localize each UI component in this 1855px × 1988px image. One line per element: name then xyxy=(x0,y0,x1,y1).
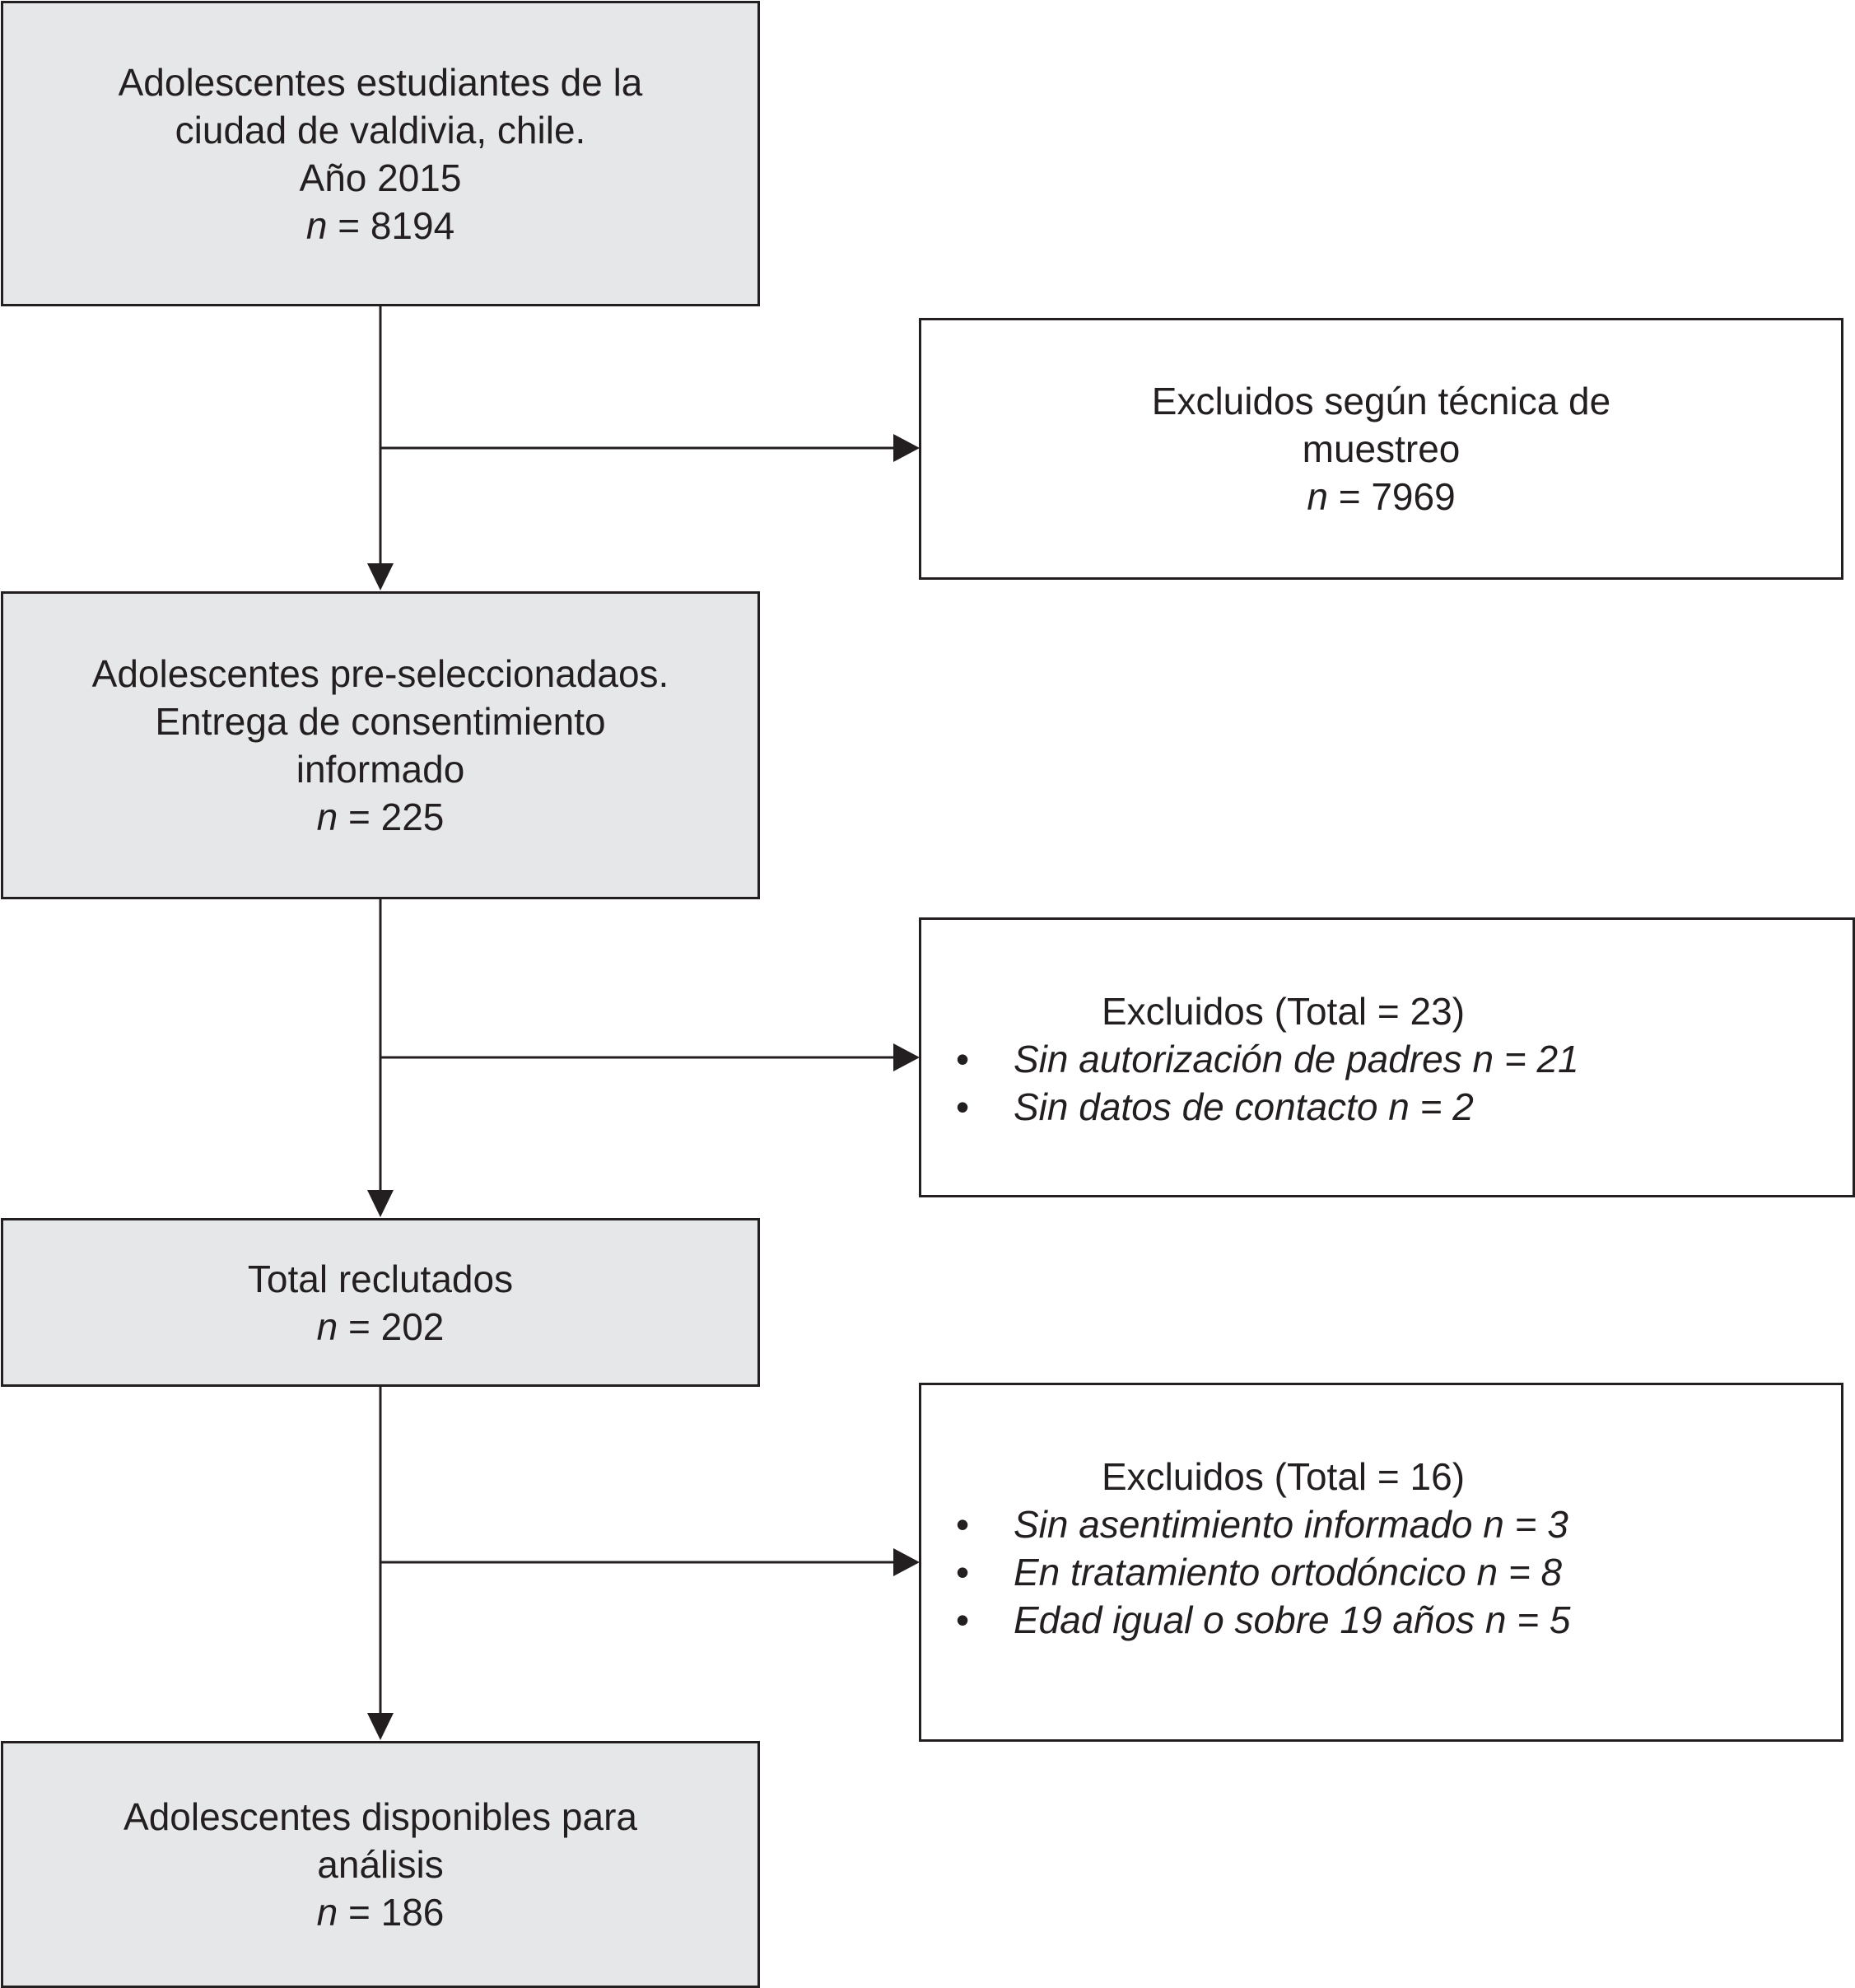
sample-size: n = 8194 xyxy=(306,202,454,250)
box-text-line: ciudad de valdivia, chile. xyxy=(175,108,586,152)
box-study-population: Adolescentes estudiantes de la ciudad de… xyxy=(1,1,760,306)
box-text-line: informado xyxy=(296,748,465,791)
n-value: = 225 xyxy=(347,796,445,838)
box-text-line: Entrega de consentimiento xyxy=(155,700,606,743)
box-excluded-consent: Excluidos (Total = 23) Sin autorización … xyxy=(919,917,1855,1197)
n-label: n xyxy=(316,1891,338,1934)
exclusion-list: Sin autorización de padres n = 21 Sin da… xyxy=(921,1035,1853,1131)
n-value: = 8194 xyxy=(338,203,455,247)
box-excluded-sampling: Excluidos según técnica de muestreo n = … xyxy=(919,318,1843,580)
arrowhead-down-1 xyxy=(367,563,394,590)
exclusion-item: Sin autorización de padres n = 21 xyxy=(921,1035,1853,1083)
arrowhead-right-1 xyxy=(893,434,920,462)
box-available-for-analysis: Adolescentes disponibles para análisis n… xyxy=(1,1741,760,1988)
sample-size: n = 7969 xyxy=(1307,473,1455,520)
exclusion-item: Sin asentimiento informado n = 3 xyxy=(921,1500,1841,1548)
sample-size: n = 186 xyxy=(317,1888,445,1936)
arrowhead-down-3 xyxy=(367,1713,394,1740)
n-value: = 186 xyxy=(347,1891,445,1934)
exclusion-title: Excluidos (Total = 23) xyxy=(1102,990,1466,1033)
n-value: = 7969 xyxy=(1338,475,1456,518)
box-text-line: Año 2015 xyxy=(299,156,462,199)
n-label: n xyxy=(316,796,338,838)
sample-size: n = 202 xyxy=(317,1303,445,1351)
n-label: n xyxy=(305,203,328,247)
exclusion-item: En tratamiento ortodóncico n = 8 xyxy=(921,1548,1841,1596)
n-value: = 202 xyxy=(347,1304,445,1348)
box-text-line: Total reclutados xyxy=(247,1257,514,1300)
n-label: n xyxy=(316,1304,338,1348)
box-excluded-eligibility: Excluidos (Total = 16) Sin asentimiento … xyxy=(919,1383,1843,1742)
box-text-line: muestreo xyxy=(1302,427,1461,470)
box-preselected: Adolescentes pre-seleccionadaos. Entrega… xyxy=(1,591,760,899)
box-text-line: Excluidos según técnica de xyxy=(1151,380,1611,422)
box-text-line: Adolescentes pre-seleccionadaos. xyxy=(91,652,669,695)
exclusion-item: Sin datos de contacto n = 2 xyxy=(921,1083,1853,1131)
arrowhead-right-3 xyxy=(893,1548,920,1576)
box-recruited: Total reclutados n = 202 xyxy=(1,1218,760,1387)
arrowhead-down-2 xyxy=(367,1190,394,1217)
box-text-line: análisis xyxy=(317,1843,444,1886)
arrowhead-right-2 xyxy=(893,1043,920,1071)
exclusion-item: Edad igual o sobre 19 años n = 5 xyxy=(921,1596,1841,1644)
exclusion-list: Sin asentimiento informado n = 3 En trat… xyxy=(921,1500,1841,1644)
box-text-line: Adolescentes estudiantes de la xyxy=(118,60,643,104)
n-label: n xyxy=(1307,475,1328,518)
exclusion-title: Excluidos (Total = 16) xyxy=(1102,1455,1466,1498)
box-text-line: Adolescentes disponibles para xyxy=(124,1795,637,1838)
sample-size: n = 225 xyxy=(317,793,445,841)
